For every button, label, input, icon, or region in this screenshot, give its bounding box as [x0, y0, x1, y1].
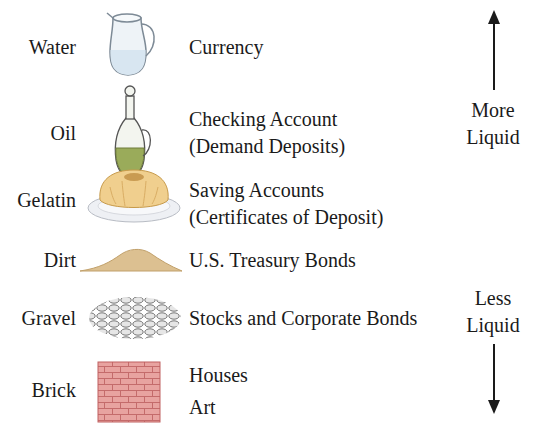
asset-label: Art	[189, 394, 216, 421]
oil-cruet	[115, 86, 150, 176]
water-pitcher	[107, 13, 154, 75]
asset-label: Houses	[189, 362, 248, 389]
asset-label: Currency	[189, 34, 263, 61]
gravel-pile	[89, 297, 181, 339]
axis-label: Less Liquid	[455, 285, 531, 339]
substance-label: Water	[4, 34, 76, 61]
gelatin-mold	[88, 170, 180, 222]
dirt-pile	[80, 249, 182, 271]
substance-label: Brick	[4, 377, 76, 404]
substance-label: Dirt	[4, 247, 76, 274]
brick-wall	[98, 362, 160, 422]
substance-label: Gelatin	[4, 187, 76, 214]
asset-label: U.S. Treasury Bonds	[189, 247, 356, 274]
substance-label: Gravel	[4, 305, 76, 332]
substance-label: Oil	[4, 120, 76, 147]
asset-label: Stocks and Corporate Bonds	[189, 305, 417, 332]
axis-label: More Liquid	[455, 97, 531, 151]
asset-label: Saving Accounts (Certificates of Deposit…	[189, 177, 404, 231]
asset-label: Checking Account (Demand Deposits)	[189, 106, 379, 160]
liquidity-arrow	[488, 10, 500, 414]
